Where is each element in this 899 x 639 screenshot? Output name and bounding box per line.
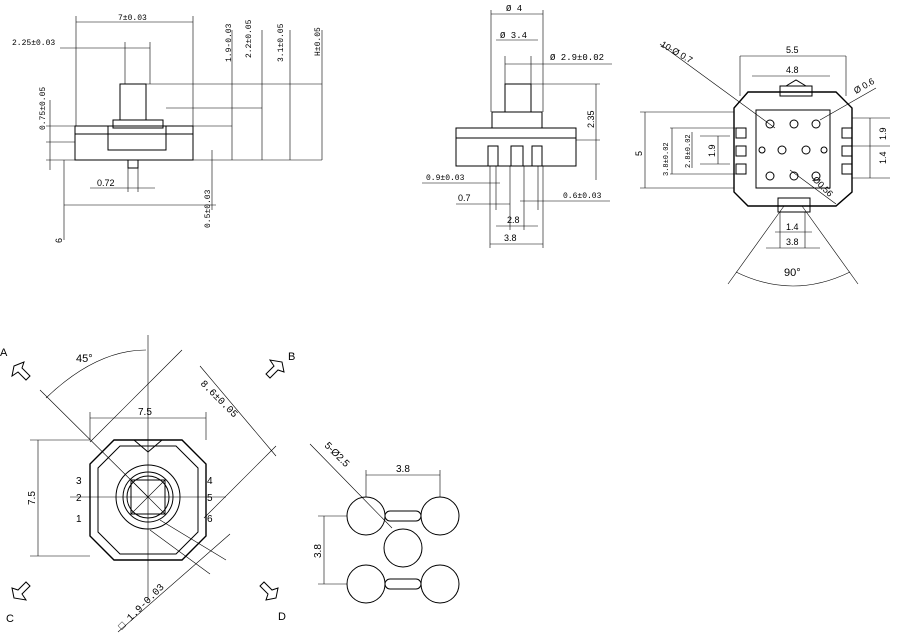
dim-width: 7±0.03 [118,14,147,23]
dim-phi3-4: Ø 3.4 [500,31,527,41]
angle-45: 45° [76,353,93,365]
dim-3-8-bottom: 3.8 [786,237,799,247]
dim-7-5-top: 7.5 [138,407,152,418]
pcb-footprint: 10-Ø 0.7 Ø 0.6 Ø0.56 5.5 4.8 5 3.8±0.02 … [634,39,890,287]
dim-5-5: 5.5 [786,45,799,55]
hole-center [383,528,423,568]
top-view: 3 2 1 4 5 6 7.5 7.5 45° 8.6±0.05 □ 1.9-0… [0,335,295,633]
dim-1-9-left: 1.9 [707,144,717,157]
dim-6: 6 [54,238,64,243]
hole-pattern: 5-Ø2.5 3.8 3.8 [309,440,460,604]
dim-h: H±0.05 [314,27,323,56]
dim-3-8: 3.8 [504,233,517,243]
top-outline [89,439,207,561]
front-shaft [504,83,532,113]
dim-0-6: 0.6±0.03 [563,192,602,201]
pin-4: 4 [207,476,213,487]
pin-6: 6 [207,514,213,525]
dim-0-9: 0.9±0.03 [426,174,465,183]
dim-2-35: 2.35 [586,110,596,128]
angle-90: 90° [784,267,801,279]
front-collar [491,111,543,129]
pin-5: 5 [207,493,213,504]
pin-1: 1 [76,514,82,525]
dir-d: D [278,611,286,623]
hole-tl [346,496,386,536]
arrow-c-icon [11,581,31,601]
side-actuator-base [107,125,167,151]
arrow-d-icon [259,581,279,601]
dim-holes-10: 10-Ø 0.7 [659,39,694,65]
dim-0-7: 0.7 [458,193,471,203]
dim-phi4: Ø 4 [506,4,522,14]
side-shaft [119,83,147,121]
dim-shaft-offset: 2.25±0.03 [12,39,55,48]
dir-b: B [288,351,295,363]
dim-1-4-bottom: 1.4 [786,222,799,232]
dir-a: A [0,347,8,359]
side-pin [127,159,139,169]
dir-c: C [6,613,14,625]
hole-tr [420,496,460,536]
front-body [455,127,577,167]
arrow-a-icon [11,361,31,381]
hole-bl [346,564,386,604]
dim-3-8-left: 3.8 [313,544,324,558]
front-view: Ø 4 Ø 3.4 Ø 2.9±0.02 2.35 0.9±0.03 0.7 0… [422,4,612,248]
side-body [74,125,194,161]
dim-2-8-pcb: 2.8±0.02 [685,134,693,168]
dim-3-8-pcb: 3.8±0.02 [663,142,671,176]
dim-2-8: 2.8 [507,215,520,225]
arrow-b-icon [265,359,285,379]
dim-0-5: 0.5±0.03 [204,189,213,228]
dim-8-6: 8.6±0.05 [197,379,239,421]
dim-0-72: 0.72 [97,178,115,188]
dim-3-1: 3.1±0.05 [277,23,286,62]
dim-holes-5: 5-Ø2.5 [322,440,352,470]
side-actuator-collar [112,119,164,129]
dim-1-9-diag: □ 1.9-0.03 [117,583,167,633]
dim-1-9: 1.9-0.03 [225,23,234,62]
dim-phi0-6: Ø 0.6 [852,76,876,96]
dim-0-75: 0.75±0.05 [39,87,48,130]
side-view: 7±0.03 2.25±0.03 1.9-0.03 2.2±0.05 3.1±0… [12,14,323,243]
dim-2-2: 2.2±0.05 [245,19,254,58]
dim-5: 5 [634,151,644,156]
dim-3-8-top: 3.8 [396,464,410,475]
pin-3: 3 [76,476,82,487]
pin-2: 2 [76,493,82,504]
dim-phi2-9: Ø 2.9±0.02 [550,53,604,63]
dim-1-4-right: 1.4 [878,151,888,164]
dim-phi0-56: Ø0.56 [811,174,835,198]
dim-4-8: 4.8 [786,65,799,75]
dim-1-9-right: 1.9 [878,127,888,140]
hole-br [420,564,460,604]
dim-7-5-left: 7.5 [27,491,38,505]
footprint-outline [733,91,853,207]
